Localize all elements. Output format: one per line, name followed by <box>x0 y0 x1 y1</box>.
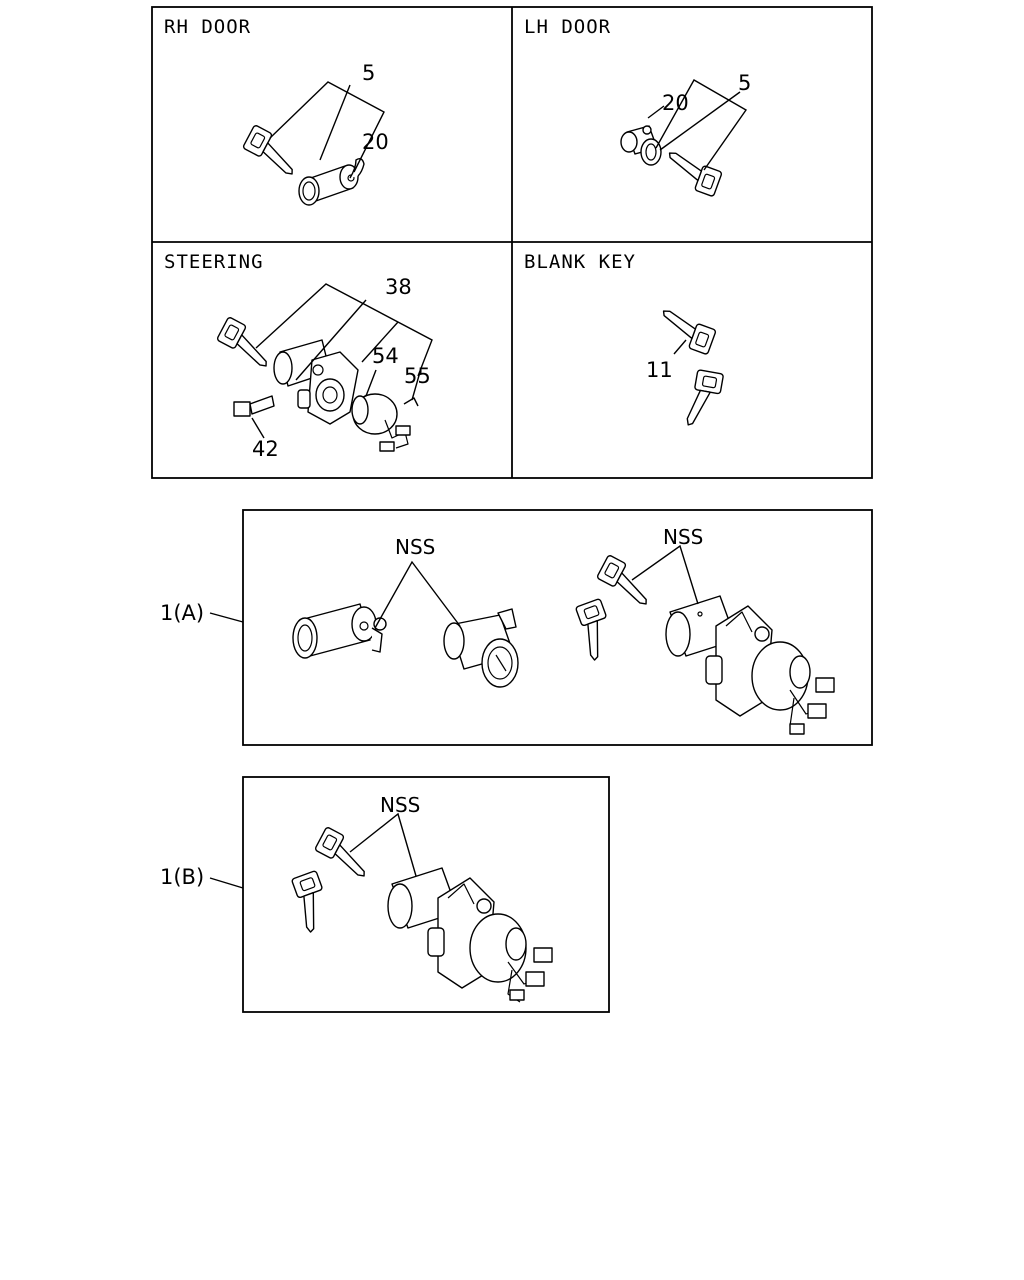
set-label: 1(A) <box>160 601 204 625</box>
key-part <box>214 316 279 369</box>
set-b: 1(B) NSS <box>160 776 610 1013</box>
panel-lh-door: LH DOOR 20 5 <box>524 16 751 198</box>
key-part <box>288 869 336 934</box>
panel-blank-key: BLANK KEY 11 <box>524 251 725 431</box>
panel-title: RH DOOR <box>164 16 251 38</box>
callout-number: 54 <box>372 344 399 368</box>
key-part <box>653 308 718 356</box>
door-cylinder-part <box>443 608 519 688</box>
nss-label: NSS <box>663 525 703 549</box>
steering-lock-body <box>665 595 835 735</box>
nss-label: NSS <box>395 535 435 559</box>
callout-number: 38 <box>385 275 412 299</box>
callout-number: 11 <box>646 358 673 382</box>
ignition-switch-part <box>351 393 411 452</box>
set-a: 1(A) NSS <box>160 509 873 746</box>
key-part <box>594 554 659 607</box>
door-cylinder-part <box>620 125 662 166</box>
panel-title: LH DOOR <box>524 16 611 38</box>
panel-title: BLANK KEY <box>524 251 636 273</box>
top-grid <box>151 6 873 479</box>
callout-number: 5 <box>738 71 751 95</box>
panel-title: STEERING <box>164 251 264 273</box>
key-part <box>659 150 724 198</box>
steering-lock-body <box>387 867 553 1003</box>
callout-number: 20 <box>662 91 689 115</box>
set-label: 1(B) <box>160 865 204 889</box>
bolt-part <box>233 395 275 417</box>
door-cylinder-part <box>298 164 359 206</box>
key-part <box>572 597 620 662</box>
key-part <box>240 124 305 177</box>
panel-steering: STEERING 38 54 55 <box>164 251 433 461</box>
callout-number: 20 <box>362 130 389 154</box>
key-part <box>312 826 377 879</box>
door-cylinder-part <box>292 603 387 659</box>
panel-rh-door: RH DOOR 5 20 <box>164 16 389 206</box>
steering-lock-body <box>273 339 359 425</box>
key-part <box>685 368 725 431</box>
callout-number: 55 <box>404 364 431 388</box>
callout-number: 42 <box>252 437 279 461</box>
callout-number: 5 <box>362 61 375 85</box>
nss-label: NSS <box>380 793 420 817</box>
